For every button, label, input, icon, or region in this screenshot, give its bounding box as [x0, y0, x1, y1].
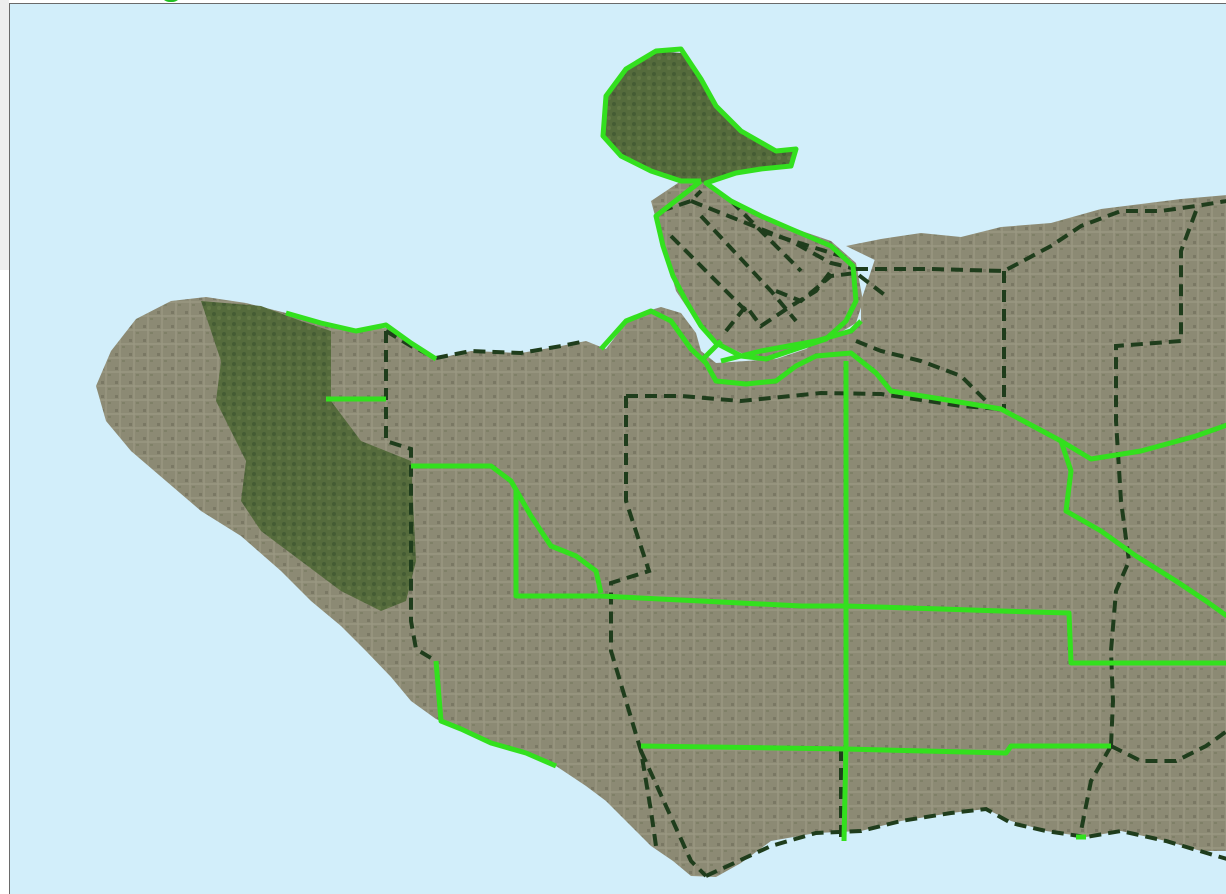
header-logo-fragment: [160, 0, 182, 2]
boundary-solid-lines: [285, 46, 1226, 842]
landmass-peninsula: [96, 197, 1226, 877]
boundary-dashed-lines: [384, 189, 1226, 878]
side-panel-strip: [0, 0, 9, 270]
map-canvas[interactable]: [10, 4, 1226, 894]
downtown-peninsula: [651, 181, 863, 359]
map-frame[interactable]: [9, 3, 1226, 894]
pacific-spirit-forest: [201, 301, 416, 611]
stanley-park: [603, 51, 796, 183]
